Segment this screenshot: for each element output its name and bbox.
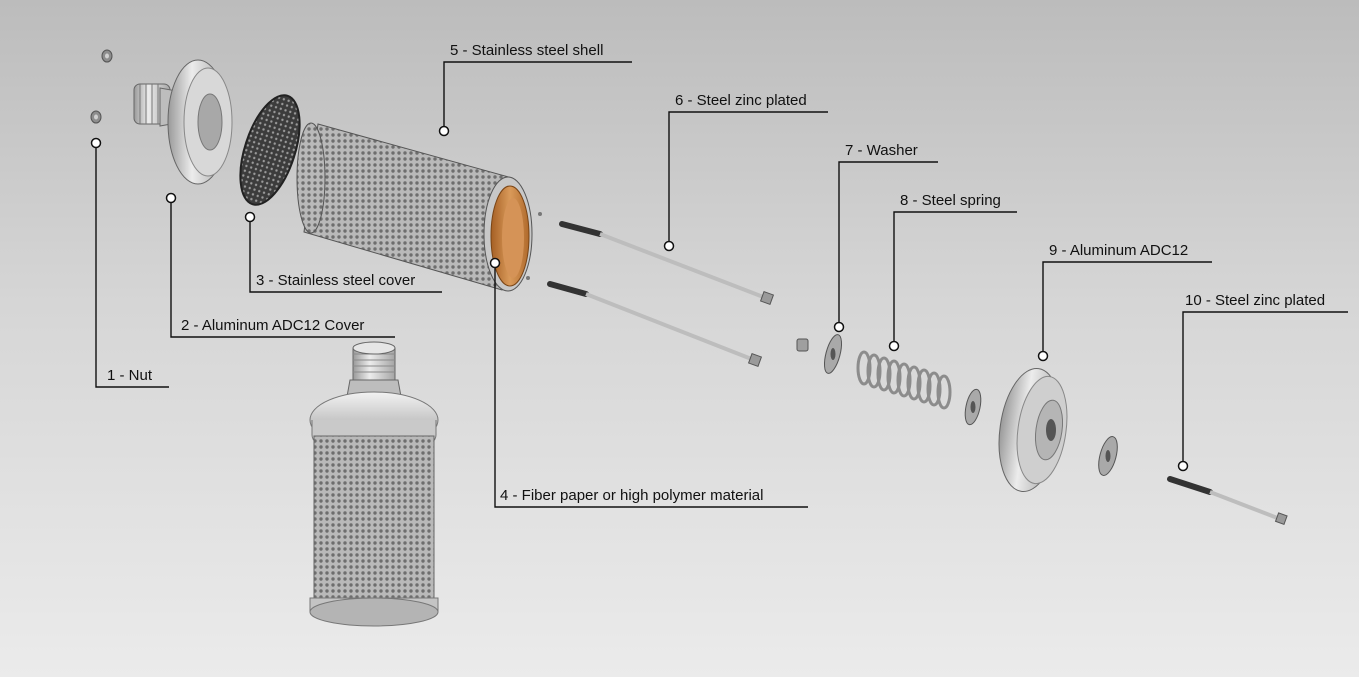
label-part-5: 5 - Stainless steel shell [450, 42, 604, 59]
part-10-rod-icon [1167, 476, 1288, 526]
part-8-spring-icon [856, 350, 952, 410]
label-part-10: 10 - Steel zinc plated [1185, 292, 1326, 309]
label-part-6: 6 - Steel zinc plated [675, 92, 807, 109]
part-7-washer-icon [823, 334, 843, 374]
label-part-8: 8 - Steel spring [900, 192, 1001, 209]
spring-washer-icon [964, 388, 982, 426]
label-part-1: 1 - Nut [107, 367, 153, 384]
leader-lines [95, 61, 1348, 508]
part-9-end-cap-icon [998, 367, 1068, 493]
assembled-filter-icon [309, 341, 439, 627]
leader-markers [90, 125, 1189, 472]
label-part-3: 3 - Stainless steel cover [256, 272, 416, 289]
part-1-nut-icon [90, 49, 113, 124]
label-part-9: 9 - Aluminum ADC12 [1049, 242, 1189, 259]
label-part-2: 2 - Aluminum ADC12 Cover [181, 317, 365, 334]
part-2-aluminum-cover-icon [133, 59, 233, 185]
part-3-stainless-cover-icon [239, 94, 301, 206]
label-part-7: 7 - Washer [845, 142, 918, 159]
label-part-4: 4 - Fiber paper or high polymer material [500, 487, 764, 504]
small-nut-icon [796, 338, 809, 352]
part-4-fiber-liner-icon [490, 185, 530, 287]
part-6-rod-icon [547, 221, 775, 368]
end-washer-icon [1098, 436, 1118, 476]
